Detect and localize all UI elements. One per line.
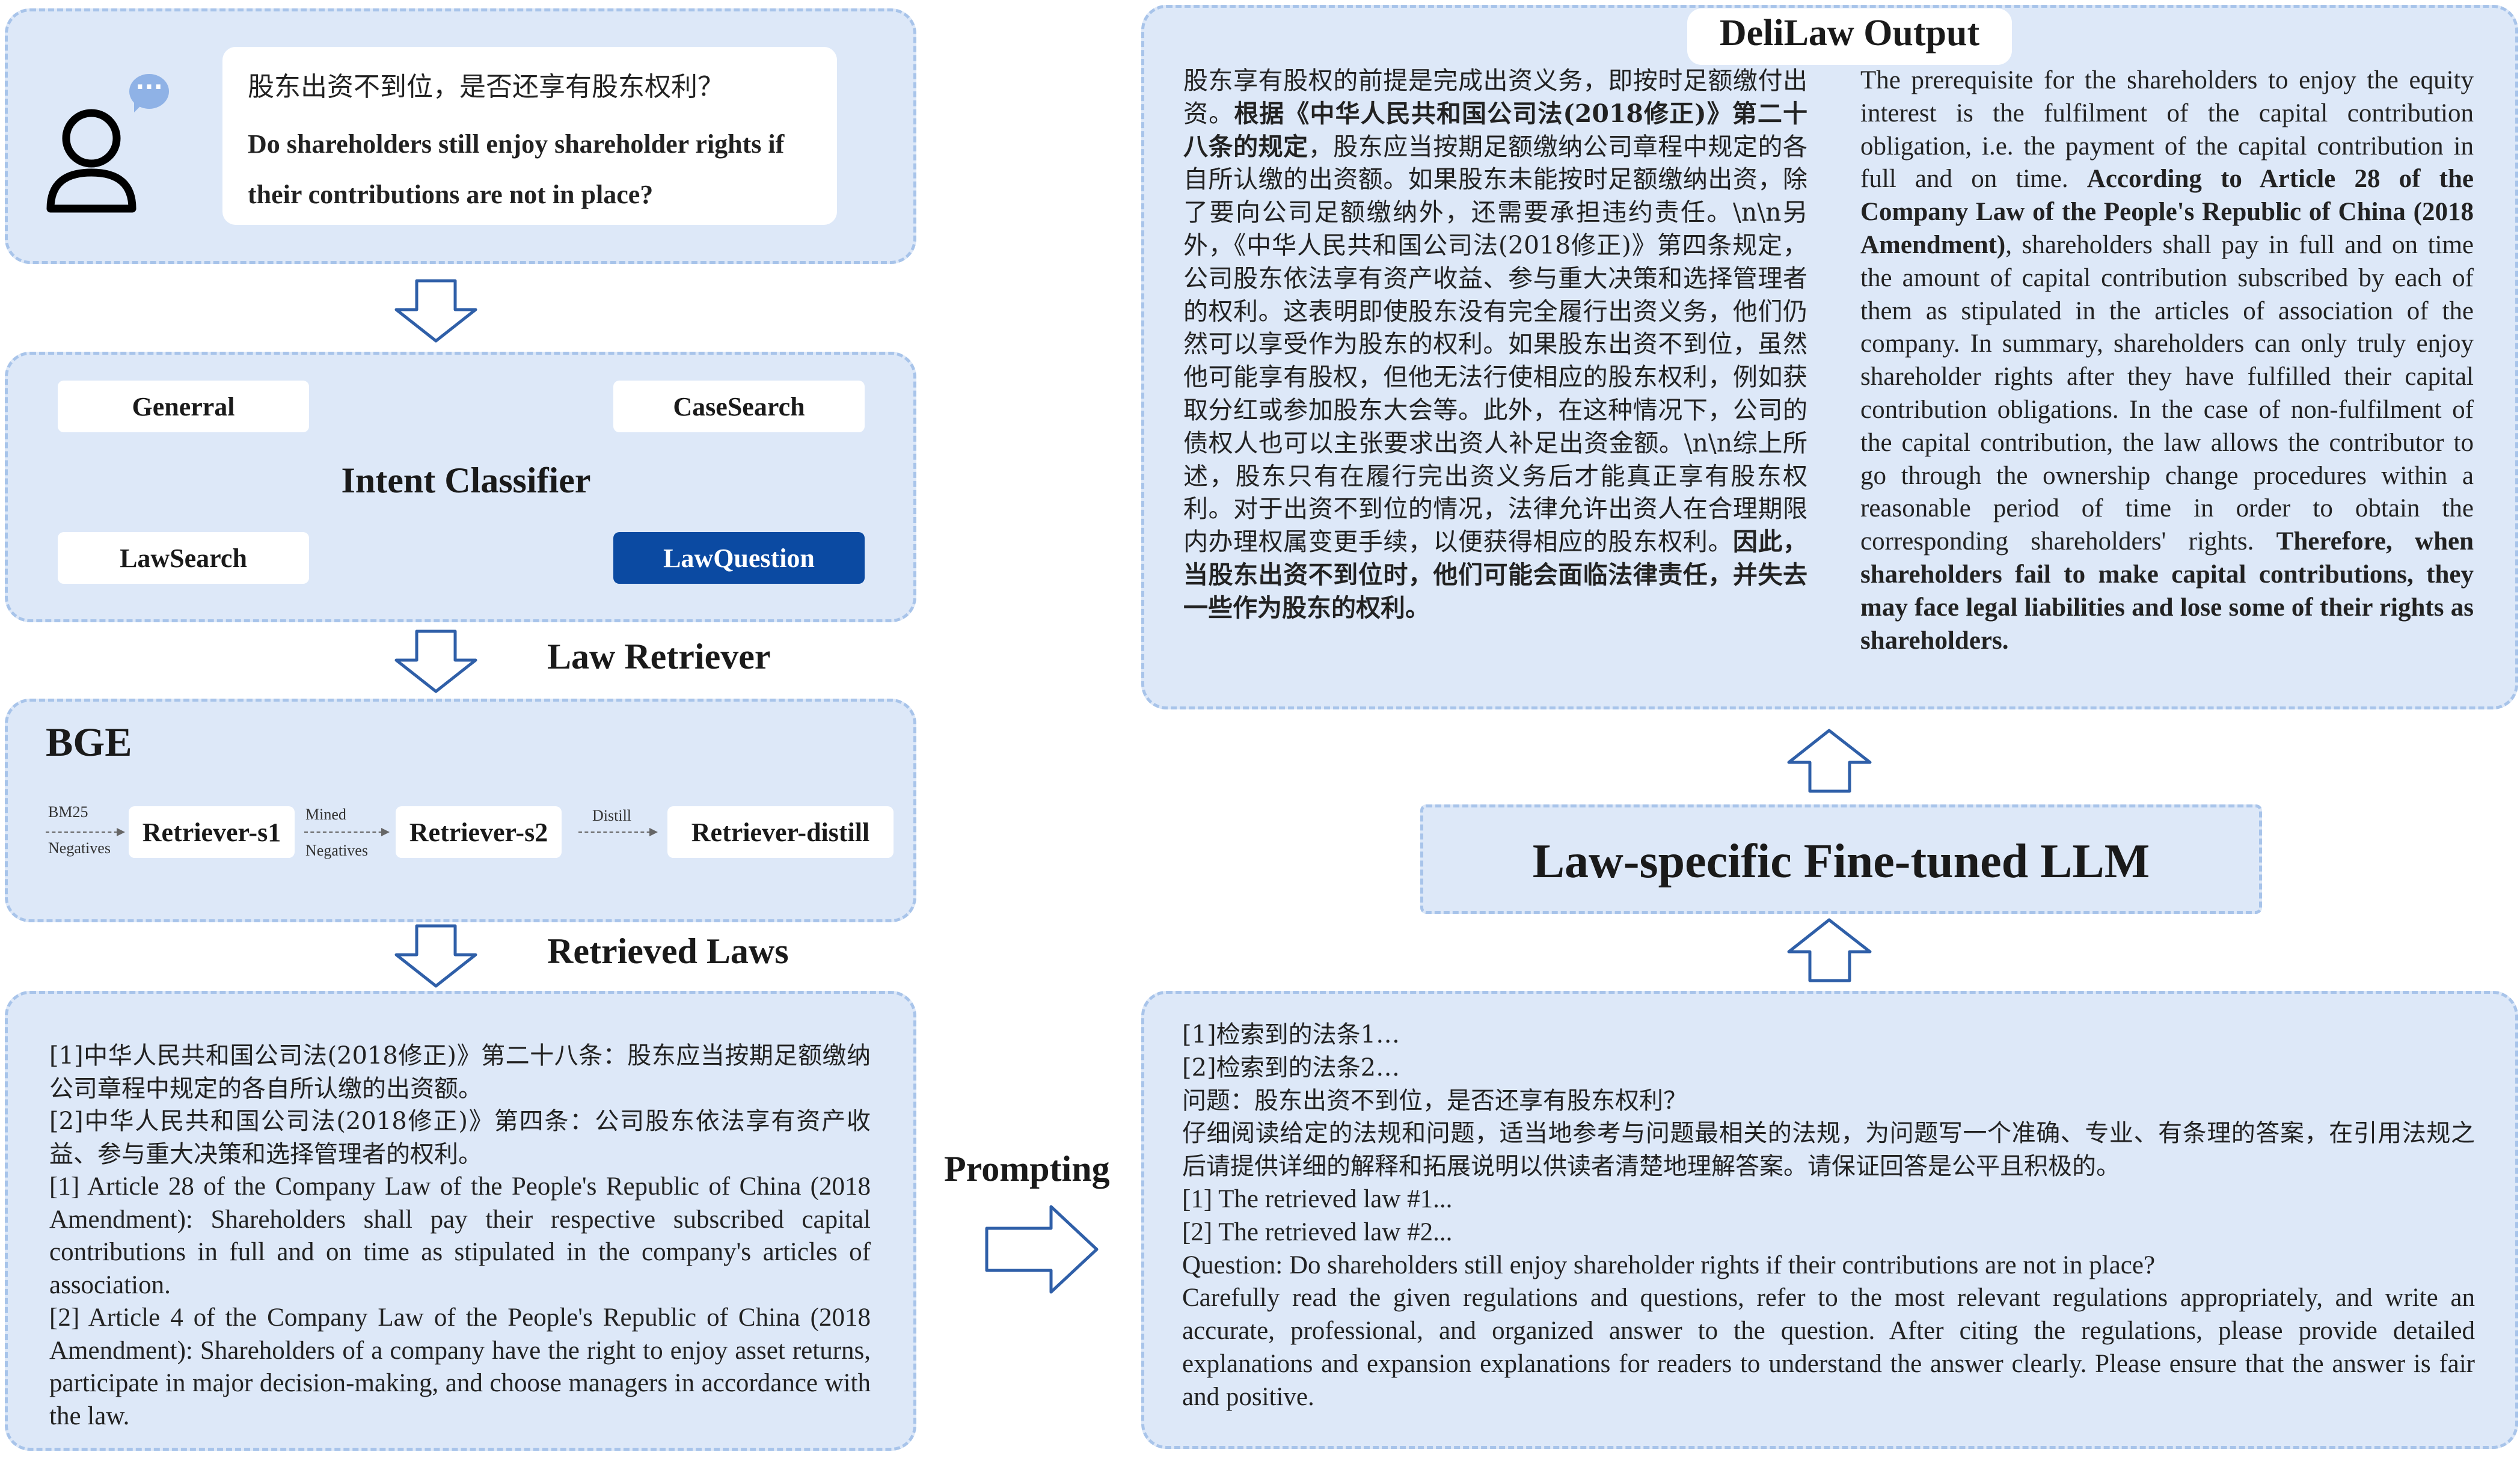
- chat-bubble-icon: ···: [129, 74, 169, 112]
- retriever-stage-s1: Retriever-s1: [129, 806, 295, 858]
- prompting-label: Prompting: [944, 1149, 1110, 1189]
- retrieved-law-item: [1]中华人民共和国公司法(2018修正)》第二十八条：股东应当按期足额缴纳公司…: [49, 1042, 871, 1103]
- prompt-panel: [1141, 991, 2518, 1449]
- dashed-arrow: [46, 828, 125, 836]
- retriever-stage-distill: Retriever-distill: [667, 806, 894, 858]
- down-arrow-icon: [394, 924, 477, 988]
- prompt-line: Carefully read the given regulations and…: [1182, 1284, 2475, 1411]
- down-arrow-icon: [394, 279, 477, 343]
- intent-classifier-title: Intent Classifier: [341, 461, 591, 500]
- retrieved-law-item: [2]中华人民共和国公司法(2018修正)》第四条：公司股东依法享有资产收益、参…: [49, 1107, 871, 1168]
- law-retriever-label: Law Retriever: [547, 637, 771, 676]
- right-arrow-icon: [985, 1205, 1099, 1294]
- retriever-stage-s2: Retriever-s2: [396, 806, 562, 858]
- output-title: DeliLaw Output: [1719, 13, 1980, 54]
- prompt-line: [1] The retrieved law #1...: [1182, 1184, 1453, 1213]
- deliaw-output-panel: [1141, 5, 2518, 709]
- retrieved-laws-label: Retrieved Laws: [547, 931, 789, 971]
- intent-chip-casesearch: CaseSearch: [613, 381, 865, 432]
- question-cn: 股东出资不到位，是否还享有股东权利？: [248, 72, 724, 102]
- prompt-text: [1]检索到的法条1… [2]检索到的法条2… 问题：股东出资不到位，是否还享有…: [1182, 1018, 2475, 1414]
- edge-label-top: BM25: [48, 803, 88, 821]
- retriever-model-name: BGE: [46, 719, 132, 765]
- intent-chip-general: Generral: [58, 381, 309, 432]
- up-arrow-icon: [1787, 729, 1872, 793]
- prompt-line: [1]检索到的法条1…: [1182, 1021, 1400, 1049]
- llm-box: [1420, 804, 2262, 914]
- output-answer-en: The prerequisite for the shareholders to…: [1860, 66, 2474, 655]
- down-arrow-icon: [394, 629, 477, 693]
- dashed-arrow: [304, 828, 390, 836]
- retrieved-laws-panel: [5, 991, 916, 1451]
- output-answer-cn: 股东享有股权的前提是完成出资义务，即按时足额缴付出资。根据《中华人民共和国公司法…: [1183, 66, 1808, 622]
- dashed-arrow: [578, 828, 658, 836]
- prompt-line: [2]检索到的法条2…: [1182, 1053, 1400, 1082]
- retrieved-law-item: [1] Article 28 of the Company Law of the…: [49, 1172, 871, 1299]
- prompt-line: Question: Do shareholders still enjoy sh…: [1182, 1251, 2156, 1279]
- up-arrow-icon: [1787, 918, 1872, 982]
- prompt-line: [2] The retrieved law #2...: [1182, 1217, 1453, 1246]
- retrieved-law-item: [2] Article 4 of the Company Law of the …: [49, 1303, 871, 1430]
- edge-label-bottom: Negatives: [48, 839, 111, 857]
- retrieved-laws-text: [1]中华人民共和国公司法(2018修正)》第二十八条：股东应当按期足额缴纳公司…: [49, 1040, 871, 1433]
- intent-chip-lawquestion: LawQuestion: [613, 532, 865, 584]
- prompt-line: 问题：股东出资不到位，是否还享有股东权利？: [1182, 1086, 1687, 1115]
- question-en: Do shareholders still enjoy shareholder …: [248, 129, 785, 209]
- edge-label-top: Mined: [305, 806, 346, 823]
- user-icon: [46, 109, 136, 213]
- output-title-box: [1687, 8, 2012, 65]
- prompt-line: 仔细阅读给定的法规和问题，适当地参考与问题最相关的法规，为问题写一个准确、专业、…: [1182, 1119, 2475, 1181]
- edge-label-top: Distill: [592, 807, 632, 824]
- edge-label-bottom: Negatives: [305, 842, 368, 859]
- question-bubble: [222, 47, 837, 225]
- llm-label: Law-specific Fine-tuned LLM: [1532, 835, 2150, 888]
- intent-chip-lawsearch: LawSearch: [58, 532, 309, 584]
